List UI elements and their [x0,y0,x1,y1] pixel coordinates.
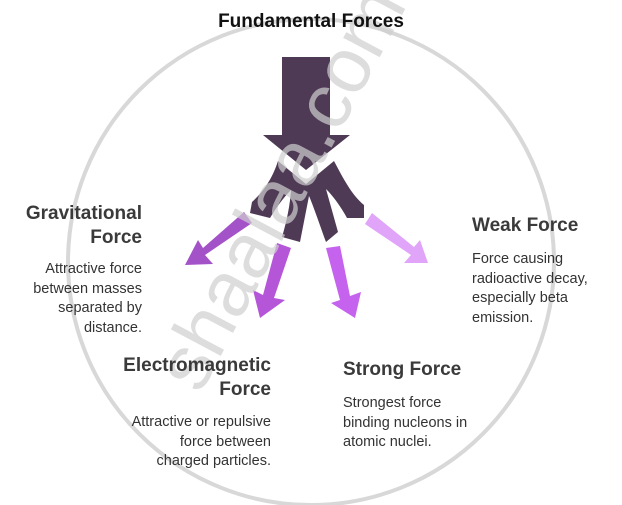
strong-title: Strong Force [343,359,462,380]
gravitational-desc: Attractive force between masses separate… [33,261,142,336]
weak-title: Weak Force [472,215,579,236]
electromagnetic-arrow [253,243,291,318]
watermark: shaalaa.com [137,0,422,403]
branching-hand [250,161,364,242]
weak-arrow [365,213,428,263]
strong-arrow [326,246,361,318]
gravitational-arrow [185,212,252,265]
watermark-circle [66,17,556,505]
electromagnetic-title: Electromagnetic Force [123,355,271,400]
weak-desc: Force causing radioactive decay, especia… [472,251,588,326]
gravitational-title: Gravitational Force [25,203,142,248]
diagram-title: Fundamental Forces [218,11,404,32]
electromagnetic-desc: Attractive or repulsive force between ch… [131,414,271,469]
main-arrow [263,57,350,170]
strong-desc: Strongest force binding nucleons in atom… [343,395,468,450]
